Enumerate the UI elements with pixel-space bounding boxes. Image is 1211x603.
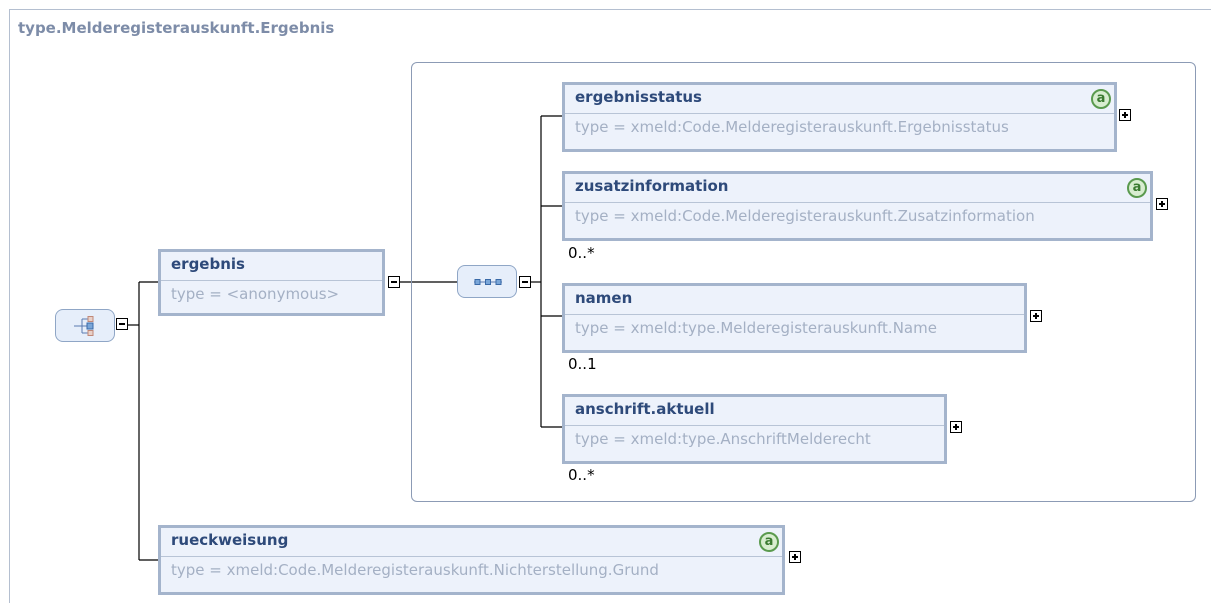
element-name: ergebnisstatus [575,88,702,106]
ergebnis-collapse-toggle[interactable] [388,276,400,288]
ergebnisstatus-expand-toggle[interactable] [1119,109,1131,121]
element-name: rueckweisung [171,531,289,549]
attribute-icon: a [1091,89,1111,109]
element-type: type = <anonymous> [171,285,340,303]
element-header [565,397,944,426]
compositor-glyph [474,279,502,285]
diagram-frame-left [9,9,10,603]
element-anschrift-aktuell[interactable]: anschrift.aktuell type = xmeld:type.Ansc… [562,394,947,464]
compositor-glyph [74,316,94,336]
element-header [161,252,382,281]
element-type: type = xmeld:Code.Melderegisterauskunft.… [171,561,659,579]
element-namen[interactable]: namen type = xmeld:type.Melderegisteraus… [562,283,1027,353]
element-name: ergebnis [171,255,245,273]
cardinality-label: 0..* [568,244,595,262]
element-ergebnisstatus[interactable]: ergebnisstatus type = xmeld:Code.Meldere… [562,82,1117,152]
sequence-group-region [411,62,1196,502]
cardinality-label: 0..1 [568,355,597,373]
element-header [565,286,1024,315]
zusatzinformation-expand-toggle[interactable] [1156,198,1168,210]
element-name: anschrift.aktuell [575,400,715,418]
rueckweisung-expand-toggle[interactable] [789,551,801,563]
element-name: zusatzinformation [575,177,729,195]
element-header [565,174,1150,203]
element-name: namen [575,289,633,307]
diagram-frame-top [9,9,1211,10]
element-rueckweisung[interactable]: rueckweisung type = xmeld:Code.Melderegi… [158,525,785,595]
namen-expand-toggle[interactable] [1030,310,1042,322]
attribute-icon: a [759,532,779,552]
element-type: type = xmeld:Code.Melderegisterauskunft.… [575,118,1009,136]
anschrift-aktuell-expand-toggle[interactable] [950,421,962,433]
attribute-icon: a [1127,178,1147,198]
sequence-collapse-toggle[interactable] [519,276,531,288]
type-title: type.Melderegisterauskunft.Ergebnis [18,19,335,37]
element-ergebnis[interactable]: ergebnis type = <anonymous> [158,249,385,316]
element-header [161,528,782,557]
element-zusatzinformation[interactable]: zusatzinformation type = xmeld:Code.Meld… [562,171,1153,241]
element-type: type = xmeld:type.AnschriftMelderecht [575,430,871,448]
root-collapse-toggle[interactable] [116,318,128,330]
choice-compositor-icon[interactable] [55,309,115,342]
element-type: type = xmeld:type.Melderegisterauskunft.… [575,319,937,337]
element-header [565,85,1114,114]
sequence-compositor-icon[interactable] [457,265,517,298]
cardinality-label: 0..* [568,466,595,484]
element-type: type = xmeld:Code.Melderegisterauskunft.… [575,207,1035,225]
